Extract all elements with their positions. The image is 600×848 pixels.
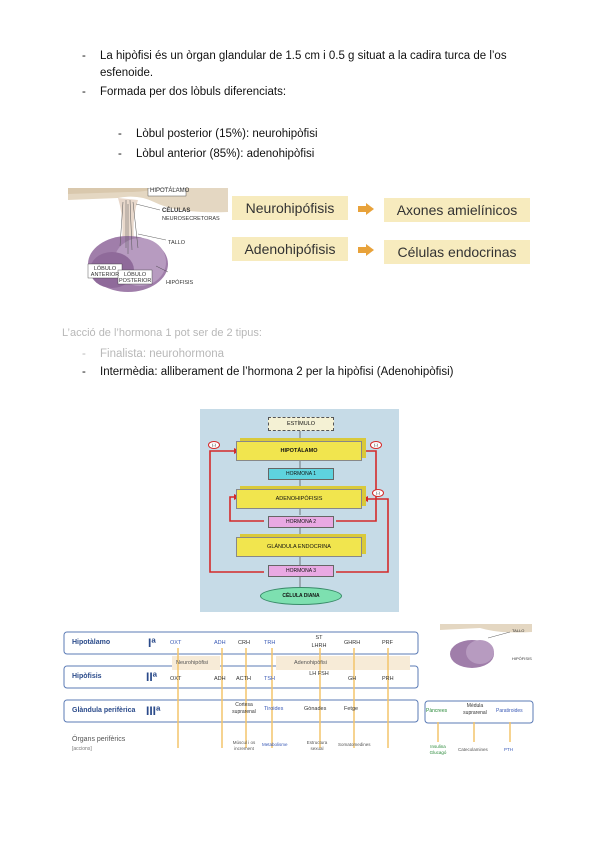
label-neurosecretoras: NEUROSECRETORAS: [162, 216, 220, 222]
right-organ-action: PTH: [504, 747, 513, 752]
thumb-label: HIPÓFISIS: [512, 656, 532, 661]
bullet-text: Lòbul anterior (85%): adenohipòfisi: [136, 148, 315, 160]
bullet-line: - La hipòfisi és un òrgan glandular de 1…: [82, 48, 552, 65]
row-level: IIª: [146, 670, 158, 684]
neurohipofisi-label: Neurohipòfisi: [176, 660, 209, 666]
flow-glandula-endocrina: GLÁNDULA ENDOCRINA: [236, 537, 362, 557]
axis-table-frame: [63, 631, 419, 748]
pit-hormone: GH: [348, 676, 357, 682]
row-label-hipofisis: Hipòfisis: [72, 673, 102, 680]
bullet-line: - Formada per dos lòbuls diferenciats:: [82, 84, 552, 101]
right-organ-action: Insulina Glucagó: [429, 744, 447, 755]
tag-celulas-endocrinas: Células endocrinas: [384, 240, 530, 264]
right-gland-item: Paratiroides: [496, 708, 523, 714]
row-sub-label: [accions]: [72, 746, 92, 752]
pit-hormone: LH FSH: [309, 671, 329, 677]
hypo-hormone: CRH: [238, 640, 250, 646]
gland-item: Cortesa suprarenal: [232, 702, 256, 715]
flow-celula-diana: CÉLULA DIANA: [260, 587, 342, 605]
bullet-dash: -: [82, 50, 86, 62]
organ-action: Múscul i os increment: [232, 740, 256, 751]
adenohipofisi-label: Adenohipòfisi: [294, 660, 328, 666]
right-gland-item: Mèdula suprarenal: [463, 703, 487, 716]
arrow-right-icon: [358, 243, 374, 261]
bullet-dash: -: [82, 366, 86, 378]
bullet-dash: -: [82, 348, 86, 360]
hormone-type-list: - Finalista: neurohormona - Intermèdia: …: [82, 345, 542, 381]
flow-arrows: [209, 429, 389, 587]
flow-estimulo: ESTÍMULO: [268, 417, 334, 431]
hormone-axis-table: Hipotàlamo Iª Hipòfisis IIª Glàndula per…: [62, 628, 420, 766]
intro-bullets: - La hipòfisi és un òrgan glandular de 1…: [82, 48, 552, 101]
feedback-minus-badge: (-): [208, 441, 220, 449]
gland-item: Tiroides: [264, 706, 284, 712]
pit-hormone: ACTH: [236, 676, 251, 682]
flow-hormona-2: HORMONA 2: [268, 516, 334, 528]
tag-axones-amielinicos: Axones amielínicos: [384, 198, 530, 222]
row-label-hipotalamo: Hipotàlamo: [72, 639, 111, 646]
flow-hipotalamo: HIPOTÁLAMO: [236, 441, 362, 461]
right-gland-frame: [424, 700, 534, 742]
pituitary-anatomy-figure: HIPOTÁLAMO CÉLULAS NEUROSECRETORAS TALLO…: [68, 187, 228, 296]
pituitary-thumbnail: TALLO HIPÓFISIS: [440, 624, 532, 670]
label-tallo: TALLO: [168, 240, 186, 246]
hormone-intro: L’acció de l’hormona 1 pot ser de 2 tipu…: [62, 327, 262, 339]
gland-item: Gònades: [304, 706, 327, 712]
feedback-flow-diagram: ESTÍMULO HIPOTÁLAMO HORMONA 1 ADENOHIPÓF…: [200, 409, 399, 612]
hypo-hormone: TRH: [264, 640, 276, 646]
sub-bullet-line: - Lòbul posterior (15%): neurohipòfisi: [118, 124, 518, 144]
flow-hormona-3: HORMONA 3: [268, 565, 334, 577]
feedback-minus-badge: (-): [372, 489, 384, 497]
hypo-hormone: GHRH: [344, 640, 361, 646]
feedback-minus-badge: (-): [370, 441, 382, 449]
row-label-glandula: Glàndula perifèrica: [72, 707, 136, 714]
right-gland-item: Pàncrees: [426, 708, 448, 714]
right-gland-panel: Pàncrees Mèdula suprarenal Paratiroides …: [424, 700, 534, 766]
pituitary-thumb-illustration: [440, 624, 532, 668]
bullet-text: Formada per dos lòbuls diferenciats:: [100, 86, 287, 98]
tag-adenohipofisis: Adenohipófisis: [232, 237, 348, 261]
label-hipofisis: HIPÓFISIS: [166, 280, 194, 286]
pit-hormone: PRH: [382, 676, 394, 682]
bullet-dash: -: [118, 148, 122, 160]
label-celulas: CÉLULAS: [162, 208, 191, 214]
pit-hormone: TSH: [264, 676, 275, 682]
organ-action: Somatomedines: [338, 742, 371, 747]
label-hipotalamo: HIPOTÁLAMO: [150, 188, 190, 194]
lobe-sub-bullets: - Lòbul posterior (15%): neurohipòfisi -…: [118, 124, 518, 164]
organ-action: Estructura sexual: [306, 740, 328, 751]
hypo-hormone: PRF: [382, 640, 393, 646]
flow-adenohipofisis: ADENOHIPÓFISIS: [236, 489, 362, 509]
label-lobulo-anterior: LÓBULO ANTERIOR: [90, 266, 120, 278]
hypo-hormone: ST LHRH: [311, 635, 327, 649]
organ-action: Metabolisme: [262, 742, 288, 747]
hypo-hormone: ADH: [214, 640, 226, 646]
pit-hormone: OXT: [170, 676, 182, 682]
bullet-dash: -: [82, 86, 86, 98]
hormone-type-item: - Finalista: neurohormona: [82, 345, 542, 363]
bullet-text: Lòbul posterior (15%): neurohipòfisi: [136, 128, 318, 140]
bullet-text: esfenoide.: [100, 67, 154, 79]
bullet-text: La hipòfisi és un òrgan glandular de 1.5…: [100, 50, 507, 62]
row-label-organs: Órgans perifèrics: [72, 736, 126, 743]
gland-item: Fetge: [344, 706, 359, 712]
pituitary-illustration: [68, 187, 228, 292]
bullet-line: esfenoide.: [82, 65, 552, 82]
arrow-right-icon: [358, 202, 374, 220]
hormone-type-item: - Intermèdia: alliberament de l’hormona …: [82, 363, 542, 381]
row-level: IIIª: [146, 704, 161, 718]
sub-bullet-line: - Lòbul anterior (85%): adenohipòfisi: [118, 144, 518, 164]
thumb-label: TALLO: [512, 628, 525, 633]
bullet-dash: -: [118, 128, 122, 140]
right-organ-action: Catecolamines: [458, 747, 488, 752]
flow-hormona-1: HORMONA 1: [268, 468, 334, 480]
bullet-text: Finalista: neurohormona: [100, 348, 225, 360]
tag-neurohipofisis: Neurohipófisis: [232, 196, 348, 220]
bullet-text: Intermèdia: alliberament de l’hormona 2 …: [100, 366, 454, 378]
pit-hormone: ADH: [214, 676, 226, 682]
hypo-hormone: OXT: [170, 640, 182, 646]
label-lobulo-posterior: LÓBULO POSTERIOR: [119, 272, 152, 284]
row-level: Iª: [148, 636, 156, 650]
